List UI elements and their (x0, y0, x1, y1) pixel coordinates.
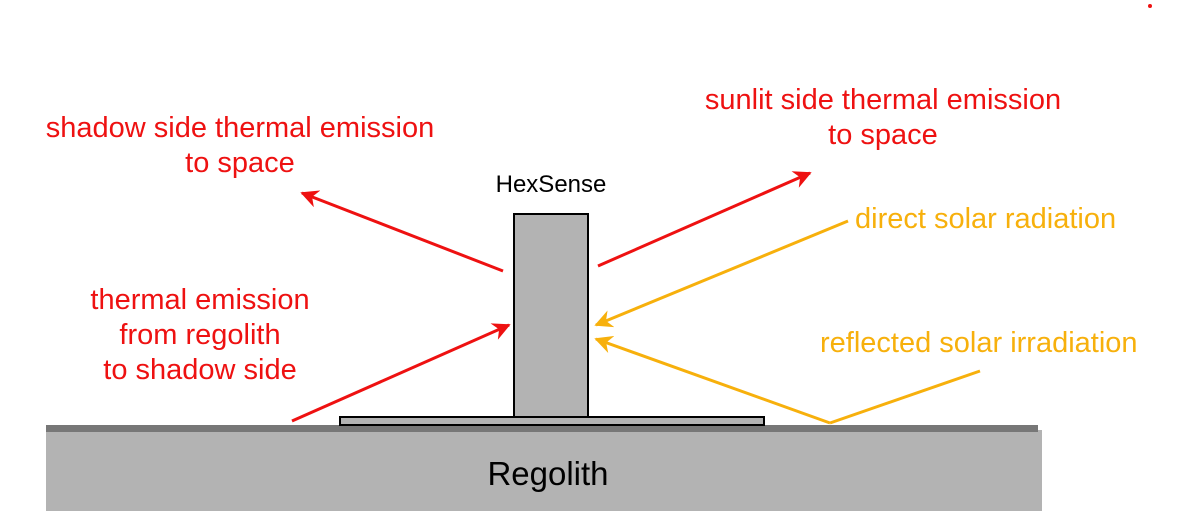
sunlit-emission-arrow (597, 171, 812, 268)
reflected-solar-label: reflected solar irradiation (820, 327, 1138, 359)
regolith-label: Regolith (487, 455, 609, 492)
reflected-solar-line (829, 369, 981, 425)
regolith-emission-line-2: from regolith (119, 319, 281, 351)
regolith-surface (46, 425, 1038, 432)
shadow-emission-arrow (300, 190, 504, 273)
sensor-label: HexSense (495, 171, 607, 198)
shadow-emission-label: shadow side thermal emission to space (10, 111, 470, 181)
direct-solar-arrow (594, 219, 849, 328)
sunlit-emission-line-2: to space (828, 119, 938, 151)
sensor-body (513, 213, 589, 418)
shadow-emission-line-1: shadow side thermal emission (45, 112, 435, 144)
corner-dot (1148, 4, 1152, 8)
regolith-emission-label: thermal emission from regolith to shadow… (55, 283, 345, 388)
sensor-base-plate (339, 416, 765, 426)
direct-solar-label: direct solar radiation (855, 203, 1117, 235)
sunlit-emission-label: sunlit side thermal emission to space (670, 83, 1096, 153)
regolith-emission-line-1: thermal emission (90, 284, 310, 316)
reflected-solar-arrow (594, 336, 831, 425)
shadow-emission-line-2: to space (185, 147, 295, 179)
regolith-emission-arrow (291, 323, 511, 423)
sunlit-emission-line-1: sunlit side thermal emission (704, 84, 1062, 116)
regolith-emission-line-3: to shadow side (103, 354, 297, 386)
regolith-block (46, 430, 1042, 511)
